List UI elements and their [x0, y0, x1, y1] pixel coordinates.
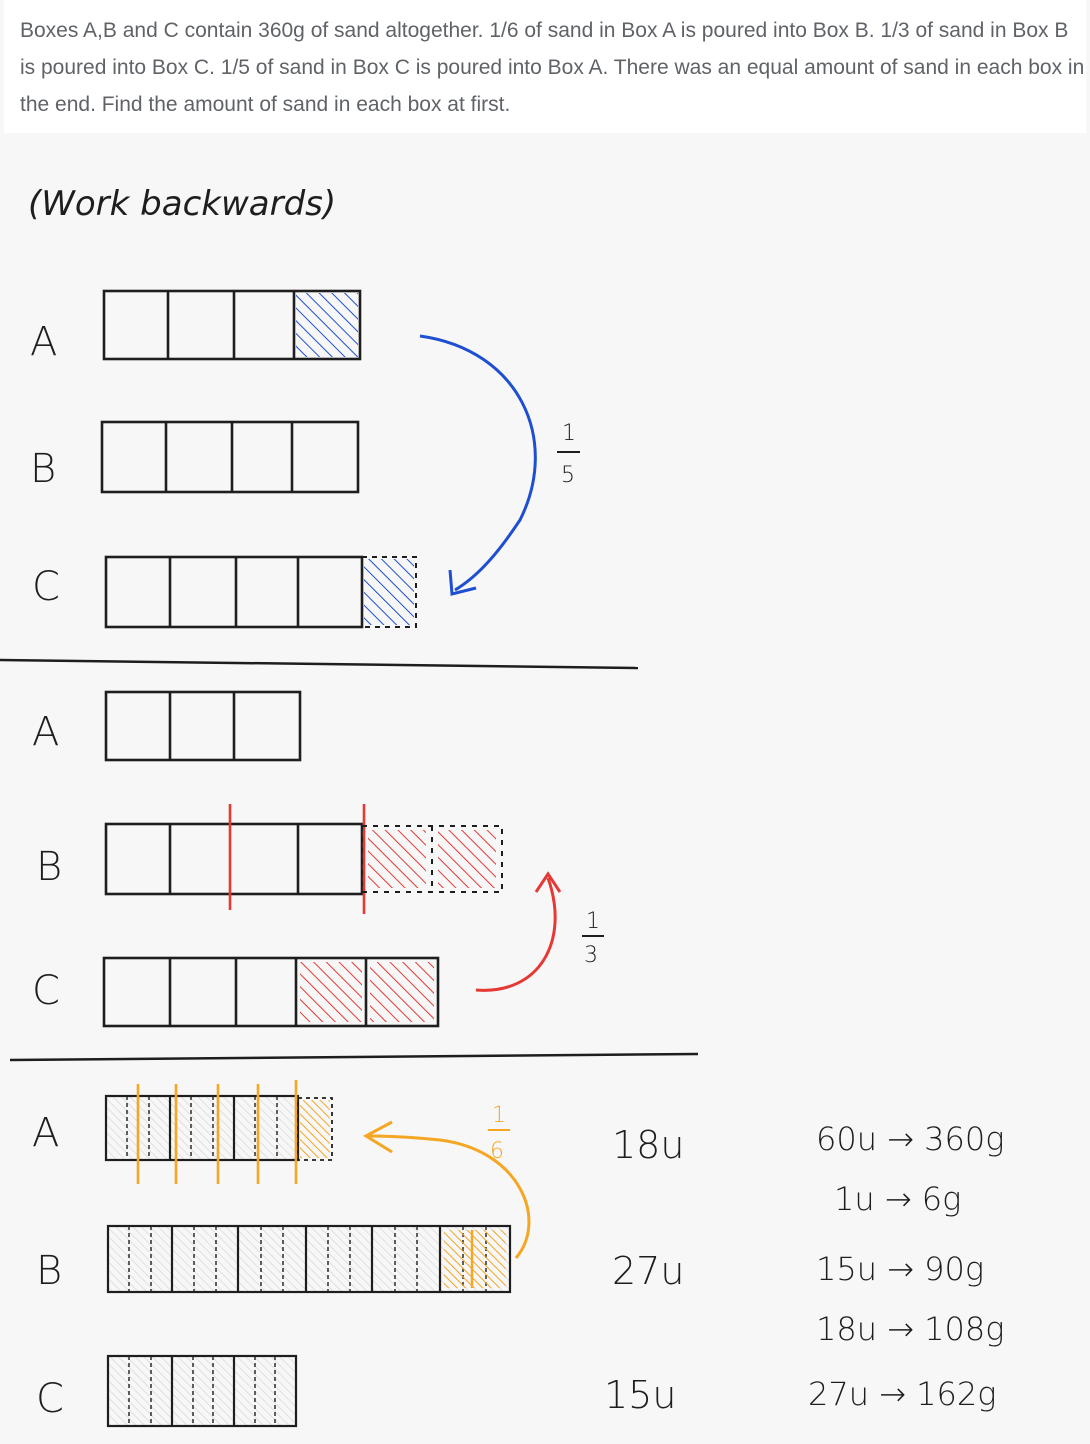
divider-2 — [9, 1052, 699, 1062]
stage3-label-b: B — [36, 1248, 62, 1294]
fraction-one-fifth-denominator: 5 — [561, 463, 575, 488]
stage3-label-a: A — [32, 1110, 59, 1156]
question-panel: Boxes A,B and C contain 360g of sand alt… — [4, 0, 1086, 133]
bar-model-b — [100, 420, 360, 494]
stage1-label-c: C — [32, 564, 60, 610]
units-box-b: 27u — [612, 1249, 684, 1293]
stage-2: A B C 1 — [32, 690, 604, 1028]
bar-model-a — [104, 1080, 333, 1184]
fraction-one-sixth-numerator: 1 — [492, 1103, 506, 1128]
fraction-one-sixth-denominator: 6 — [490, 1139, 504, 1164]
transfer-arrow-c-to-a — [419, 334, 537, 592]
stage1-label-b: B — [30, 446, 56, 492]
bar-model-c — [102, 956, 440, 1028]
stage2-label-c: C — [32, 968, 60, 1014]
arrowhead-orange — [362, 1120, 393, 1154]
bar-model-c — [106, 1354, 298, 1428]
bar-model-b — [106, 1224, 512, 1294]
divider-1 — [0, 658, 639, 670]
bar-model-c — [104, 555, 417, 629]
arrowhead-red — [534, 871, 562, 893]
calc-line-4: 18u → 108g — [816, 1310, 1004, 1348]
transfer-arrow-a-to-b — [367, 1134, 531, 1259]
transfer-arrow-c-to-b — [475, 877, 557, 992]
units-box-a: 18u — [612, 1123, 684, 1167]
question-text: Boxes A,B and C contain 360g of sand alt… — [20, 19, 1085, 116]
calc-line-3: 15u → 90g — [816, 1250, 984, 1288]
work-backwards-heading: (Work backwards) — [28, 184, 336, 224]
stage1-label-a: A — [30, 319, 57, 365]
arrowhead-blue — [448, 569, 477, 596]
bar-model-a — [102, 289, 362, 361]
stage2-label-b: B — [36, 844, 62, 890]
fraction-one-fifth-numerator: 1 — [562, 421, 576, 446]
calculation-steps: 60u → 360g 1u → 6g 15u → 90g 18u → 108g … — [808, 1120, 1004, 1413]
stage-3-initial: A B C — [32, 1080, 684, 1428]
calc-line-1: 60u → 360g — [816, 1120, 1004, 1158]
stage-1-final: A B C 1 5 — [30, 289, 580, 629]
bar-model-a — [104, 690, 302, 762]
bar-model-b — [104, 804, 503, 914]
fraction-one-third-denominator: 3 — [584, 943, 598, 968]
units-box-c: 15u — [604, 1373, 676, 1417]
stage2-label-a: A — [32, 709, 59, 755]
calc-line-2: 1u → 6g — [834, 1180, 961, 1218]
stage3-label-c: C — [36, 1376, 64, 1422]
calc-line-5: 27u → 162g — [808, 1375, 996, 1413]
fraction-one-third-numerator: 1 — [586, 909, 600, 934]
